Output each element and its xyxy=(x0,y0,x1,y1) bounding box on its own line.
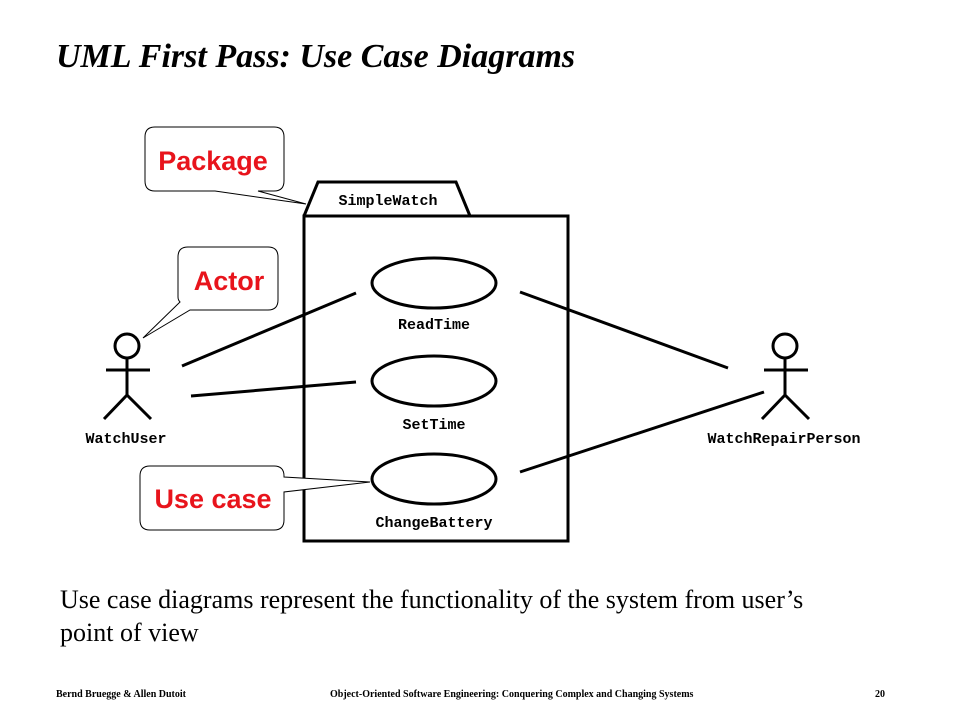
footer-page-number: 20 xyxy=(875,689,885,700)
actor-leg-left xyxy=(760,393,787,421)
package-tab xyxy=(302,180,472,217)
actor-leg-left xyxy=(102,393,129,421)
callout-label-actor: Actor xyxy=(194,266,265,296)
callout-bubble xyxy=(142,246,279,339)
actor-label-watchrepairperson: WatchRepairPerson xyxy=(707,431,860,448)
footer-book-title: Object-Oriented Software Engineering: Co… xyxy=(330,689,694,700)
use-case-label-settime: SetTime xyxy=(402,417,465,434)
use-case-ellipse xyxy=(370,354,498,408)
actor-head xyxy=(771,332,799,360)
package-name: SimpleWatch xyxy=(338,193,437,210)
callout-use-case: Use case xyxy=(139,465,371,531)
use-case-label-changebattery: ChangeBattery xyxy=(375,515,492,532)
use-case-ellipse xyxy=(370,452,498,506)
slide-title: UML First Pass: Use Case Diagrams xyxy=(56,38,576,75)
footer-authors: Bernd Bruegge & Allen Dutoit xyxy=(56,689,186,700)
association-repair-changebattery xyxy=(519,390,765,474)
actor-leg-right xyxy=(783,393,811,421)
callout-label-use-case: Use case xyxy=(154,484,271,514)
callout-bubble xyxy=(144,126,307,205)
association-watchuser-settime xyxy=(190,380,357,398)
actor-watchrepairperson xyxy=(760,332,811,421)
slide-description: Use case diagrams represent the function… xyxy=(60,585,804,647)
actor-watchuser xyxy=(102,332,153,421)
callout-bubble xyxy=(139,465,371,531)
associations xyxy=(181,290,765,474)
use-case-readtime: ReadTime xyxy=(370,256,498,334)
callout-actor: Actor xyxy=(142,246,279,339)
actor-head xyxy=(113,332,141,360)
use-case-changebattery: ChangeBattery xyxy=(370,452,498,532)
actor-leg-right xyxy=(125,393,153,421)
callout-label-package: Package xyxy=(158,146,268,176)
association-repair-readtime xyxy=(519,290,729,370)
actor-label-watchuser: WatchUser xyxy=(85,431,166,448)
association-watchuser-readtime xyxy=(181,291,357,368)
use-case-settime: SetTime xyxy=(370,354,498,434)
use-case-label-readtime: ReadTime xyxy=(398,317,470,334)
callout-package: Package xyxy=(144,126,307,205)
use-case-ellipse xyxy=(370,256,498,310)
